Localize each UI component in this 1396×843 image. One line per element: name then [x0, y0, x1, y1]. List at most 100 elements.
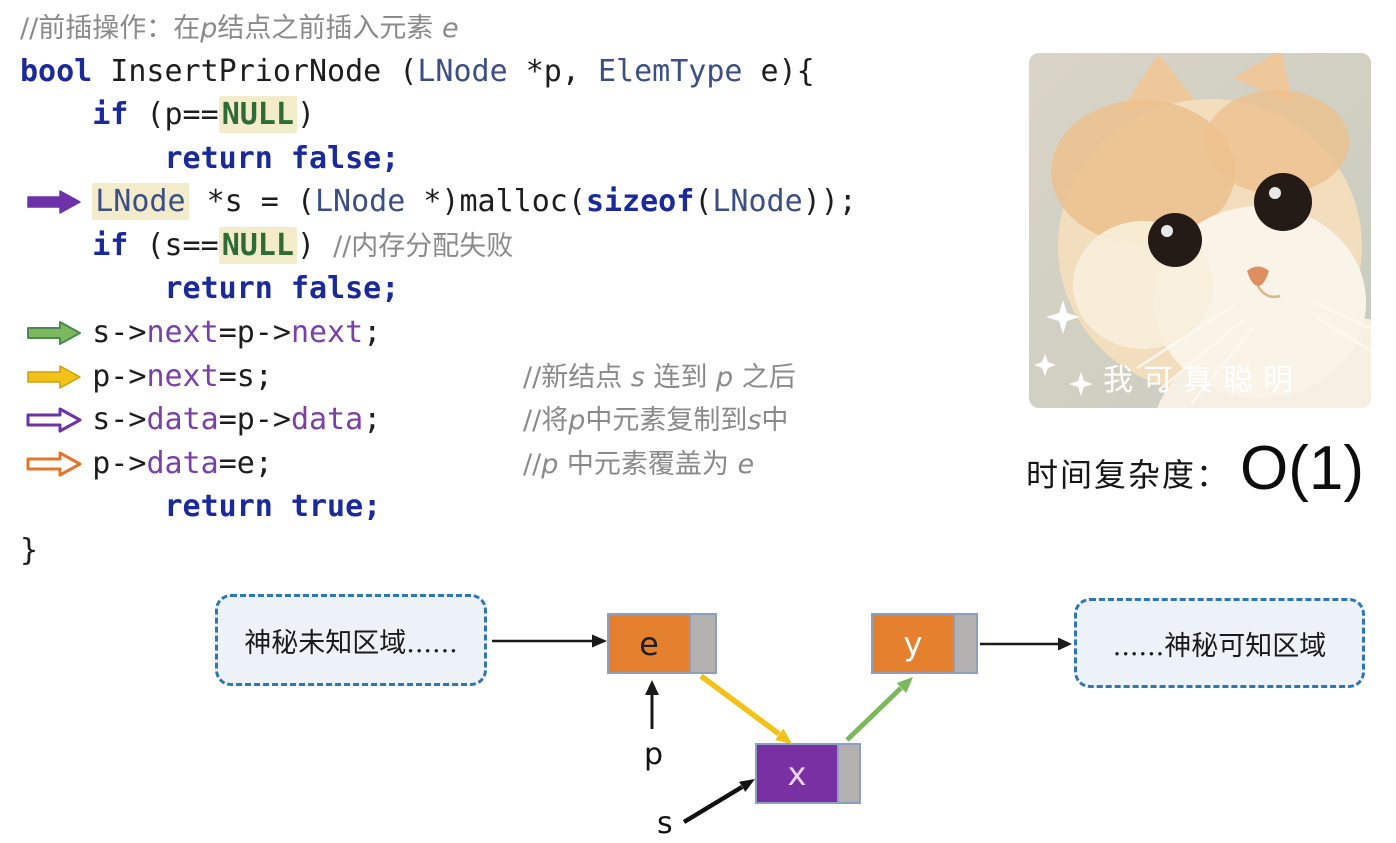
code-text: )); [802, 184, 857, 219]
cat-caption: 我可真聪明 [1103, 363, 1303, 398]
code-text: NULL [218, 96, 297, 133]
code-comment: e [441, 13, 459, 44]
purple-hollow-arrow-icon [26, 407, 82, 433]
pointer-label-s: s [657, 806, 673, 841]
mystery-unknown-region-box: 神秘未知区域...... [215, 594, 487, 686]
cat-nose [1247, 266, 1269, 286]
code-comment: 中 [761, 405, 789, 436]
cat-fur-patch [1205, 90, 1349, 194]
code-comment: p [541, 449, 559, 480]
green-next-arrow [845, 677, 913, 742]
code-text [20, 271, 165, 306]
code-comment-column: //将p中元素复制到s中 [523, 398, 788, 443]
code-text: ) [296, 228, 334, 263]
code-line: if (s==NULL) //内存分配失败 [20, 224, 513, 268]
code-line: //前插操作：在p结点之前插入元素 e [20, 6, 459, 50]
mystery-unknown-region-label: 神秘未知区域...... [244, 627, 458, 659]
code-text: p-> [20, 359, 147, 394]
eye-highlight [1161, 225, 1173, 237]
code-text: p-> [20, 446, 147, 481]
code-text: =e; [218, 446, 273, 481]
code-comment: //内存分配失败 [333, 231, 514, 262]
code-text: ; [363, 315, 382, 350]
code-line: LNode *s = (LNode *)malloc(sizeof(LNode)… [20, 180, 857, 224]
node-y-data: y [871, 613, 955, 674]
arrow-s-to-x [682, 779, 755, 824]
code-text: next [146, 315, 219, 350]
code-text: LNode [315, 184, 406, 219]
code-text: LNode [712, 184, 803, 219]
code-comment: 之后 [733, 362, 796, 393]
code-text [20, 97, 92, 132]
code-comment: p [568, 405, 586, 436]
code-line: } [20, 529, 38, 573]
code-text: ElemType [597, 54, 743, 89]
code-text [20, 228, 92, 263]
cat-meme-image: 我可真聪明 [1029, 53, 1371, 408]
code-text: s-> [20, 315, 147, 350]
code-text: ; [363, 402, 382, 437]
code-text: =p-> [218, 315, 291, 350]
arrow-leftbox-to-e [492, 634, 607, 648]
sparkle-icon [1034, 300, 1093, 396]
code-text: InsertPriorNode ( [92, 54, 418, 89]
code-text: next [146, 359, 219, 394]
code-text: (p== [128, 97, 219, 132]
code-comment: 结点之前插入元素 [217, 13, 442, 44]
cat-fur-patch [1051, 100, 1235, 244]
code-comment: 连到 [644, 362, 717, 393]
code-text: if [92, 97, 129, 132]
cat-whiskers [1136, 300, 1371, 405]
mystery-known-region-box: ......神秘可知区域 [1074, 598, 1365, 688]
time-complexity-label: 时间复杂度： [1026, 455, 1231, 494]
code-text: =s; [218, 359, 273, 394]
code-comment: //前插操作：在 [20, 13, 201, 44]
code-comment: s [747, 405, 762, 436]
node-e-label: e [639, 624, 659, 663]
code-text: =p-> [218, 402, 291, 437]
code-text: *)malloc( [405, 184, 586, 219]
cat-eye-right [1254, 173, 1312, 231]
node-y-label: y [903, 624, 923, 663]
mystery-known-region-label: ......神秘可知区域 [1112, 630, 1327, 662]
code-text: LNode [417, 54, 508, 89]
time-complexity: 时间复杂度： O(1) [1026, 434, 1364, 504]
node-y-pointer [955, 613, 978, 674]
purple-solid-arrow-icon [27, 190, 81, 214]
node-e-pointer [691, 613, 717, 674]
code-line: p->data=e;//p 中元素覆盖为 e [20, 442, 754, 486]
code-text: return false; [164, 271, 400, 306]
code-comment-column: //新结点 s 连到 p 之后 [523, 355, 796, 400]
code-text: data [290, 402, 364, 437]
code-comment: e [737, 449, 755, 480]
code-line: s->next=p->next; [20, 311, 381, 355]
arrow-p-to-e [645, 680, 659, 729]
code-comment: s [630, 362, 645, 393]
code-text: } [20, 533, 39, 568]
orange-hollow-arrow-icon [26, 451, 82, 477]
code-line: s->data=p->data;//将p中元素复制到s中 [20, 398, 788, 442]
code-text: e){ [742, 54, 815, 89]
code-comment-column: //p 中元素覆盖为 e [523, 442, 754, 487]
node-e-data: e [607, 613, 691, 674]
code-comment: p [200, 13, 218, 44]
code-text: data [146, 402, 219, 437]
code-text: ( [694, 184, 713, 219]
code-text [20, 489, 165, 524]
node-x: x [755, 743, 861, 804]
code-text: (s== [128, 228, 219, 263]
code-comment: //将 [523, 405, 569, 436]
green-solid-arrow-icon [27, 321, 81, 345]
pointer-label-p: p [644, 737, 664, 772]
code-comment: 中元素覆盖为 [558, 449, 738, 480]
code-comment: p [716, 362, 734, 393]
code-text: LNode [92, 183, 189, 220]
code-text: s-> [20, 402, 147, 437]
code-text: if [92, 228, 129, 263]
code-line: bool InsertPriorNode (LNode *p, ElemType… [20, 50, 815, 94]
code-text: bool [20, 54, 93, 89]
yellow-next-arrow [699, 673, 792, 744]
code-comment: 中元素复制到 [585, 405, 748, 436]
